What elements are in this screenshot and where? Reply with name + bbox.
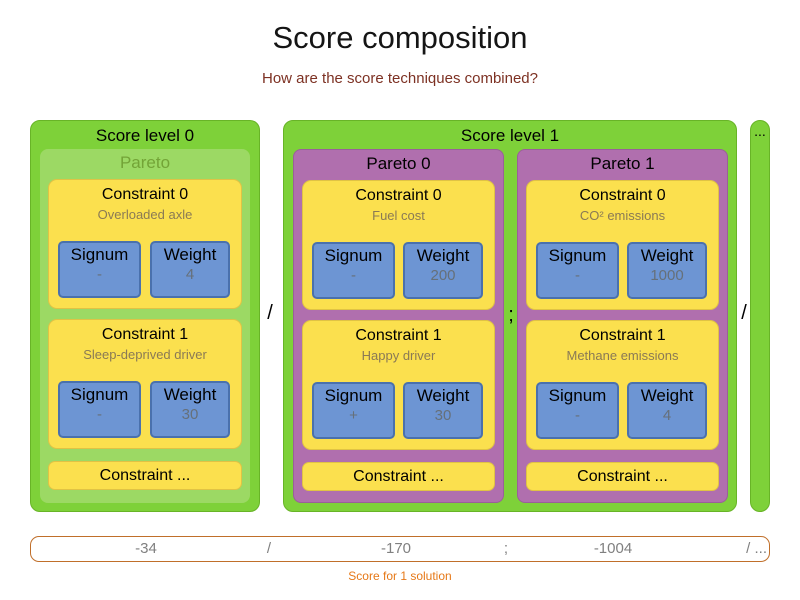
score-value-pareto1: -1004 (593, 540, 633, 557)
constraint-card: Constraint 0 CO² emissions Signum - Weig… (526, 180, 719, 310)
separator-slash: / (741, 302, 747, 324)
weight-box: Weight 4 (150, 241, 230, 298)
weight-value: 30 (181, 406, 199, 423)
constraint-subtitle: Sleep-deprived driver (83, 347, 207, 362)
constraint-title: Constraint 0 (355, 187, 442, 204)
constraint-title: Constraint 0 (101, 186, 189, 203)
constraint-card: Constraint 1 Methane emissions Signum - … (526, 320, 719, 450)
constraint-card: Constraint 1 Sleep-deprived driver Signu… (48, 319, 242, 449)
score-value-level0: -34 (135, 540, 157, 557)
pareto-1-label: Pareto 1 (590, 154, 655, 173)
constraint-title: Constraint 1 (101, 326, 189, 343)
constraint-subtitle: Overloaded axle (97, 207, 193, 222)
constraint-subtitle: Fuel cost (372, 208, 425, 223)
constraint-more-box: Constraint ... (302, 462, 495, 491)
weight-label: Weight (163, 245, 217, 264)
separator-slash: / (267, 302, 273, 324)
weight-label: Weight (640, 246, 694, 265)
signum-value: - (351, 267, 356, 284)
constraint-subtitle: CO² emissions (579, 208, 666, 223)
constraint-more-box: Constraint ... (48, 461, 242, 490)
signum-value: - (97, 266, 102, 283)
weight-value: 1000 (650, 267, 684, 284)
constraint-card: Constraint 0 Overloaded axle Signum - We… (48, 179, 242, 309)
pareto-0-box: Pareto 0 Constraint 0 Fuel cost Signum -… (293, 149, 504, 503)
pareto-1-box: Pareto 1 Constraint 0 CO² emissions Sign… (517, 149, 728, 503)
pareto-group-label: Pareto (119, 153, 171, 172)
constraint-subtitle: Methane emissions (566, 348, 679, 363)
weight-box: Weight 4 (627, 382, 707, 439)
score-separator-more: / ... (746, 540, 767, 557)
weight-value: 30 (434, 407, 452, 424)
weight-label: Weight (640, 386, 694, 405)
signum-value: - (575, 267, 580, 284)
signum-value: + (349, 407, 358, 424)
signum-value: - (97, 406, 102, 423)
score-value-pareto0: -170 (380, 540, 412, 557)
signum-label: Signum (324, 386, 383, 405)
score-bar: -34 / -170 ; -1004 / ... (30, 536, 770, 562)
signum-value: - (575, 407, 580, 424)
weight-value: 4 (662, 407, 672, 424)
score-level-more-label: ... (754, 123, 766, 139)
score-separator-semicolon: ; (503, 540, 509, 557)
pareto-group-box: Pareto Constraint 0 Overloaded axle Sign… (40, 149, 250, 503)
weight-label: Weight (163, 385, 217, 404)
score-level-1-label: Score level 1 (460, 126, 560, 145)
weight-box: Weight 30 (150, 381, 230, 438)
constraint-more-box: Constraint ... (526, 462, 719, 491)
weight-box: Weight 30 (403, 382, 483, 439)
score-separator-slash: / (266, 540, 272, 557)
diagram-subtitle: How are the score techniques combined? (262, 70, 538, 87)
weight-box: Weight 1000 (627, 242, 707, 299)
weight-value: 4 (185, 266, 195, 283)
constraint-title: Constraint 1 (355, 327, 442, 344)
score-level-0-box: Score level 0 Pareto Constraint 0 Overlo… (30, 120, 260, 512)
signum-label: Signum (70, 385, 129, 404)
weight-value: 200 (430, 267, 456, 284)
weight-label: Weight (416, 246, 470, 265)
weight-label: Weight (416, 386, 470, 405)
signum-label: Signum (324, 246, 383, 265)
constraint-title: Constraint 0 (579, 187, 666, 204)
score-level-more-box: ... (750, 120, 770, 512)
constraint-subtitle: Happy driver (361, 348, 436, 363)
signum-box: Signum - (536, 382, 619, 439)
signum-box: Signum - (536, 242, 619, 299)
signum-box: Signum - (58, 241, 141, 298)
score-level-1-box: Score level 1 Pareto 0 Constraint 0 Fuel… (283, 120, 737, 512)
constraint-card: Constraint 1 Happy driver Signum + Weigh… (302, 320, 495, 450)
weight-box: Weight 200 (403, 242, 483, 299)
signum-label: Signum (548, 246, 607, 265)
signum-label: Signum (548, 386, 607, 405)
signum-box: Signum - (58, 381, 141, 438)
separator-semicolon: ; (508, 304, 514, 326)
constraint-title: Constraint 1 (579, 327, 666, 344)
diagram-title: Score composition (272, 20, 528, 55)
signum-label: Signum (70, 245, 129, 264)
signum-box: Signum - (312, 242, 395, 299)
score-caption: Score for 1 solution (348, 569, 452, 583)
signum-box: Signum + (312, 382, 395, 439)
score-level-0-label: Score level 0 (95, 126, 195, 145)
constraint-card: Constraint 0 Fuel cost Signum - Weight 2… (302, 180, 495, 310)
pareto-0-label: Pareto 0 (366, 154, 431, 173)
